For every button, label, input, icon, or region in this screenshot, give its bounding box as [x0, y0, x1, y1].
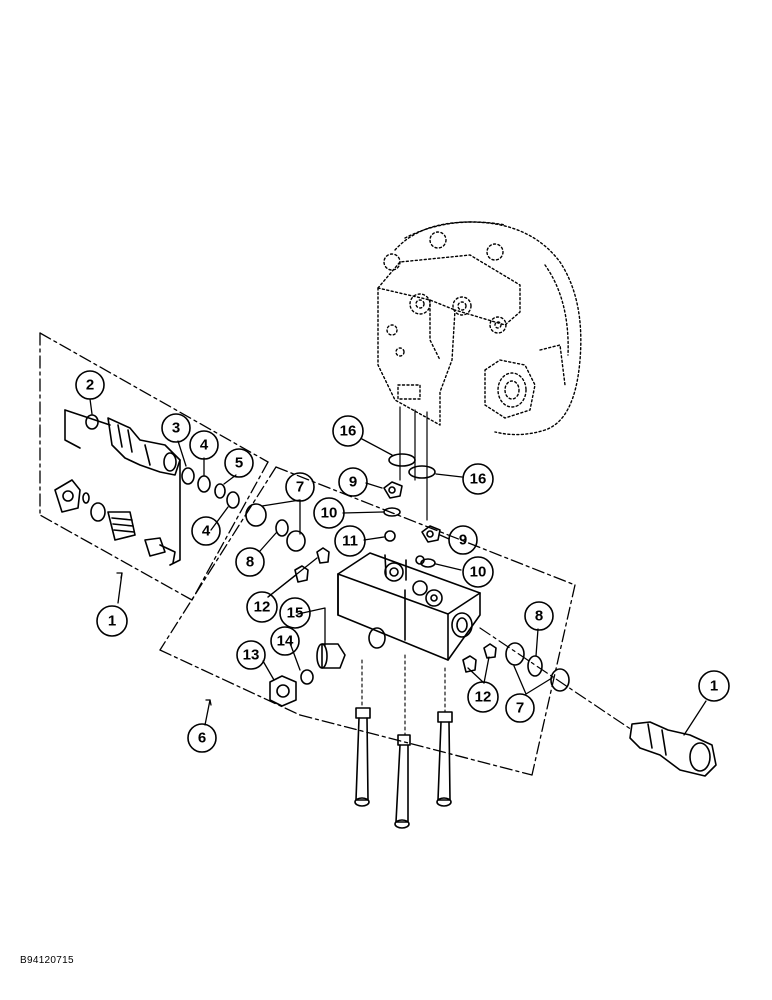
cartridge-valve-lower	[54, 459, 181, 566]
svg-text:2: 2	[86, 377, 94, 394]
callout-14: 14	[270, 626, 300, 656]
oring-4a	[197, 475, 211, 493]
oring-16-left	[388, 453, 416, 467]
cartridge-kit-box	[39, 332, 269, 601]
oring-14	[300, 669, 314, 685]
callout-11: 11	[334, 525, 366, 557]
svg-text:8: 8	[535, 608, 543, 625]
callout-6: 6	[187, 723, 217, 753]
svg-text:7: 7	[296, 479, 304, 496]
ring-8b	[527, 655, 543, 677]
callout-9-upper: 9	[338, 467, 368, 497]
svg-text:6: 6	[198, 730, 206, 747]
svg-text:10: 10	[321, 505, 338, 522]
mounting-bolts	[354, 654, 453, 829]
leader-lines	[89, 398, 707, 736]
oring-2	[85, 414, 99, 430]
ring-8a	[275, 519, 289, 537]
callout-12-left: 12	[246, 591, 278, 623]
svg-text:12: 12	[254, 599, 271, 616]
fittings-12a	[294, 547, 330, 583]
callout-10-lower: 10	[462, 556, 494, 588]
callout-4-upper: 4	[189, 430, 219, 460]
oring-10-upper	[383, 507, 401, 517]
plug-13	[269, 675, 297, 707]
svg-text:10: 10	[470, 564, 487, 581]
svg-text:16: 16	[470, 471, 487, 488]
svg-text:9: 9	[459, 532, 467, 549]
callout-7-left: 7	[285, 472, 315, 502]
figure-id: B94120715	[20, 955, 74, 966]
parts-kit-box	[159, 466, 576, 776]
svg-text:8: 8	[246, 554, 254, 571]
ring-7b-outer	[550, 668, 570, 692]
ball-11	[384, 530, 396, 542]
callout-10-upper: 10	[313, 497, 345, 529]
callout-8-left: 8	[235, 547, 265, 577]
callout-3: 3	[161, 413, 191, 443]
svg-text:13: 13	[243, 647, 260, 664]
svg-text:11: 11	[342, 533, 358, 550]
ring-7a-inner	[286, 530, 306, 552]
callout-5: 5	[224, 448, 254, 478]
callout-8-right: 8	[524, 601, 554, 631]
svg-text:15: 15	[287, 605, 304, 622]
svg-text:16: 16	[340, 423, 357, 440]
svg-text:7: 7	[516, 700, 524, 717]
oring-5	[214, 483, 226, 499]
fittings-12b	[462, 643, 497, 673]
svg-text:9: 9	[349, 474, 357, 491]
oring-16-right	[408, 465, 436, 479]
svg-text:12: 12	[475, 689, 492, 706]
cartridge-valve-upper	[64, 409, 181, 476]
svg-text:3: 3	[172, 420, 180, 437]
callout-1-right: 1	[698, 670, 730, 702]
axis-line-right	[479, 627, 633, 731]
relief-cartridge-right	[629, 721, 717, 777]
spool-15	[316, 643, 346, 669]
svg-text:14: 14	[277, 633, 294, 650]
svg-text:1: 1	[108, 613, 116, 630]
callout-9-lower: 9	[448, 525, 478, 555]
callout-4-lower: 4	[191, 516, 221, 546]
svg-text:4: 4	[202, 523, 211, 540]
callout-12-right: 12	[467, 681, 499, 713]
motor-housing-phantom	[377, 221, 582, 436]
valve-block	[337, 552, 481, 661]
callout-1-left: 1	[96, 605, 128, 637]
svg-text:4: 4	[200, 437, 209, 454]
ring-7a	[245, 503, 267, 527]
backup-ring-4b	[226, 491, 240, 509]
callout-16-left: 16	[332, 415, 364, 447]
callout-15: 15	[279, 597, 311, 629]
callout-7-right: 7	[505, 693, 535, 723]
callout-2: 2	[75, 370, 105, 400]
plug-9-lower	[421, 525, 441, 543]
ring-7b	[505, 642, 525, 666]
callout-13: 13	[236, 640, 266, 670]
oring-3	[181, 467, 195, 485]
svg-text:5: 5	[235, 455, 243, 472]
oring-10-lower	[420, 558, 436, 568]
callout-16-right: 16	[462, 463, 494, 495]
plug-9-upper	[383, 481, 403, 499]
svg-text:1: 1	[710, 678, 718, 695]
